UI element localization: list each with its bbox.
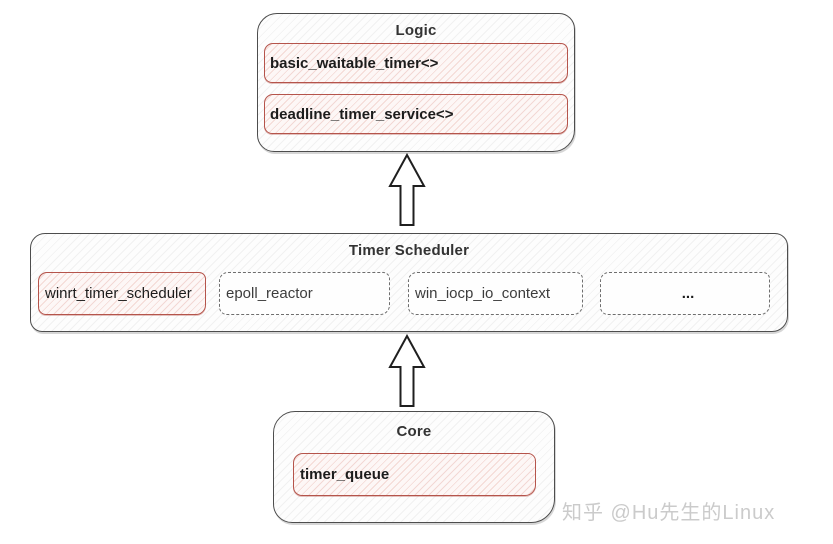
up-arrow-icon [388, 334, 426, 407]
timer-scheduler-group-title: Timer Scheduler [348, 242, 470, 259]
node-deadline-timer-service: deadline_timer_service<> [264, 94, 568, 134]
node-winrt-timer-scheduler: winrt_timer_scheduler [38, 272, 206, 315]
core-group-title: Core [396, 423, 432, 440]
logic-group-title: Logic [395, 22, 437, 39]
core-group: Core timer_queue [273, 411, 555, 523]
up-arrow-icon [388, 153, 426, 226]
node-win-iocp-io-context: win_iocp_io_context [408, 272, 583, 315]
node-ellipsis: ... [600, 272, 770, 315]
timer-scheduler-group: Timer Scheduler winrt_timer_scheduler ep… [30, 233, 788, 332]
node-basic-waitable-timer: basic_waitable_timer<> [264, 43, 568, 83]
node-timer-queue: timer_queue [293, 453, 536, 496]
node-epoll-reactor: epoll_reactor [219, 272, 390, 315]
logic-group: Logic basic_waitable_timer<> deadline_ti… [257, 13, 575, 152]
watermark: 知乎 @Hu先生的Linux [562, 502, 776, 524]
